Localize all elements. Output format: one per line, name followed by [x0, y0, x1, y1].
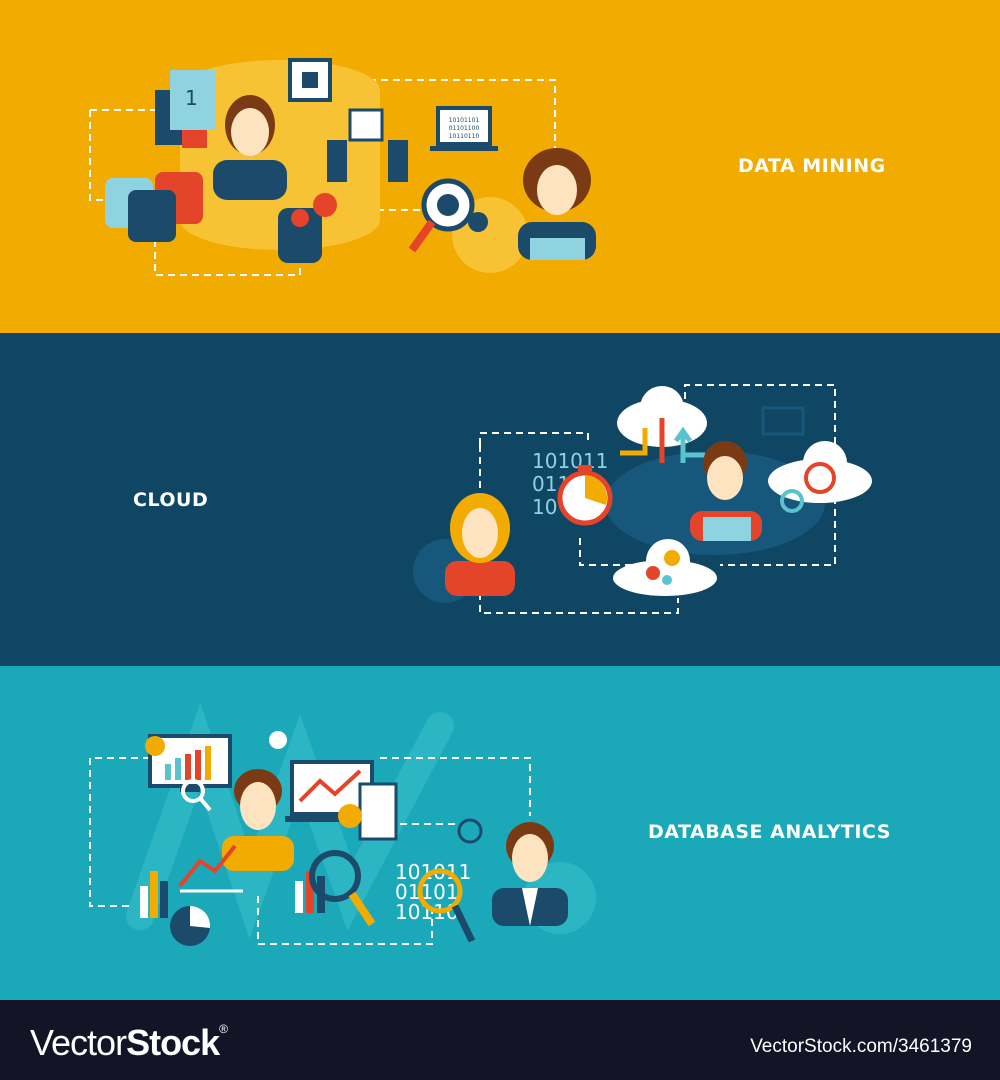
cloud-banner: 101011 011 10 [0, 333, 1000, 666]
support-person-icon [518, 148, 596, 260]
bar-line-chart-icon [140, 844, 243, 946]
server-network-icon [327, 108, 408, 182]
binary-text: 101011 [532, 449, 608, 473]
gears-cloud-icon [613, 539, 717, 596]
document-hand-icon: 1 [155, 70, 215, 148]
logo-text: Vector [30, 1022, 127, 1063]
binary-text: 01101100 [449, 125, 480, 132]
magnifier-gears-icon [408, 178, 488, 253]
banner-title: DATA MINING [738, 155, 886, 177]
logo-text-bold: Stock [126, 1022, 220, 1063]
cloud-illustration: 101011 011 10 [413, 384, 872, 614]
gear-icon [145, 736, 165, 756]
analyst-person-icon [213, 95, 287, 200]
magnifier-chart-icon [295, 850, 376, 927]
binary-text: 10 [532, 495, 557, 519]
stopwatch-icon [457, 818, 483, 844]
data-mining-illustration: 1 10101101 01101100 10110110 [89, 58, 596, 276]
registered-mark: ® [219, 1022, 228, 1036]
data-mining-banner: 1 10101101 01101100 10110110 [0, 0, 1000, 333]
businessman-person-icon [492, 822, 568, 926]
binary-text: 10110110 [449, 133, 480, 140]
operator-person-icon [690, 441, 762, 541]
laptop-line-chart-icon [285, 760, 398, 841]
footer-bar: VectorStock® VectorStock.com/3461379 [0, 1000, 1000, 1080]
stopwatch-icon [557, 465, 613, 526]
laptop-icon: 10101101 01101100 10110110 [430, 106, 498, 151]
banner-title: DATABASE ANALYTICS [648, 821, 891, 843]
woman-person-icon [445, 493, 515, 596]
chip-icon [288, 58, 332, 102]
database-stack-icon [105, 172, 203, 242]
database-analytics-illustration: 101011 01101 10110 [89, 702, 596, 946]
svg-text:1: 1 [185, 86, 198, 110]
magnifier-icon [417, 868, 476, 943]
search-icon [181, 779, 212, 812]
binary-text: 10101101 [449, 117, 480, 124]
database-gears-icon [278, 193, 337, 263]
image-url: VectorStock.com/3461379 [750, 1036, 972, 1057]
vectorstock-logo: VectorStock® [30, 1022, 228, 1064]
gear-icon [269, 731, 287, 749]
analyst-glasses-person-icon [222, 769, 294, 871]
banner-title: CLOUD [133, 489, 209, 511]
sync-search-cloud-icon [768, 441, 872, 513]
data-transfer-cloud-icon [617, 386, 707, 463]
laptop-icon [761, 406, 805, 436]
database-analytics-banner: 101011 01101 10110 DATABASE ANALYTICS [0, 666, 1000, 1000]
binary-text: 01101 [395, 880, 459, 904]
